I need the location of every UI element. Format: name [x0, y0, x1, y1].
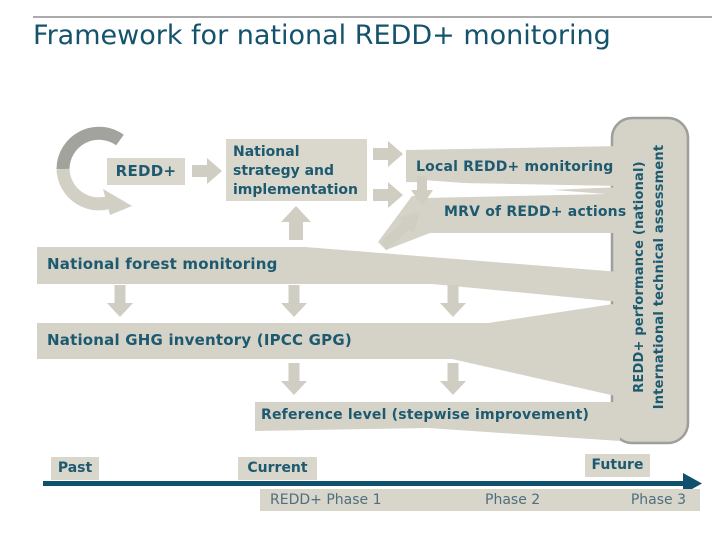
assessment-line: International technical assessment [652, 144, 667, 410]
down-arrow-icon [107, 285, 133, 317]
down-arrow-icon [411, 176, 433, 206]
phase-3-label: Phase 3 [630, 492, 686, 508]
assessment-line: REDD+ performance (national) [632, 161, 647, 393]
forest-monitoring-label: National forest monitoring [47, 255, 278, 273]
page-title: Framework for national REDD+ monitoring [33, 20, 611, 51]
ghg-inventory-label: National GHG inventory (IPCC GPG) [47, 331, 352, 349]
timeline-arrow [43, 473, 702, 494]
top-divider-line [33, 16, 712, 18]
band-mrv [378, 187, 620, 250]
band-reference-level [255, 402, 620, 441]
strategy-line: strategy and [233, 163, 335, 179]
timeline-future-label: Future [585, 454, 650, 477]
mrv-label: MRV of REDD+ actions [444, 204, 627, 220]
band-local-monitoring [406, 146, 620, 186]
local-monitoring-label: Local REDD+ monitoring [416, 159, 614, 175]
timeline-past-label: Past [51, 457, 99, 480]
right-arrow-icon [373, 141, 403, 167]
reference-level-label: Reference level (stepwise improvement) [261, 407, 590, 423]
down-arrow-icon [281, 285, 307, 317]
down-arrow-icon [281, 363, 307, 395]
national-strategy-box: National strategy and implementation [226, 139, 367, 201]
band-forest-monitoring [37, 247, 620, 302]
down-arrow-icon [440, 285, 466, 317]
timeline-current-label: Current [238, 457, 317, 480]
assessment-sidebar-text: REDD+ performance (national) Internation… [630, 107, 670, 447]
down-arrow-icon [440, 363, 466, 395]
right-arrow-icon [373, 182, 403, 208]
strategy-line: National [233, 144, 300, 160]
band-ghg-inventory [37, 303, 620, 397]
redd-box: REDD+ [107, 158, 185, 185]
phase-1-label: REDD+ Phase 1 [270, 492, 382, 508]
white-wedge-separator [424, 180, 606, 198]
right-arrow-icon [192, 158, 222, 184]
up-arrow-icon [281, 206, 311, 240]
phases-band: REDD+ Phase 1 Phase 2 Phase 3 [260, 489, 700, 511]
phase-2-label: Phase 2 [485, 492, 541, 508]
diagonal-up-right-arrow-icon [381, 212, 420, 250]
strategy-line: implementation [233, 182, 358, 198]
circular-arrow-icon [56, 126, 132, 215]
